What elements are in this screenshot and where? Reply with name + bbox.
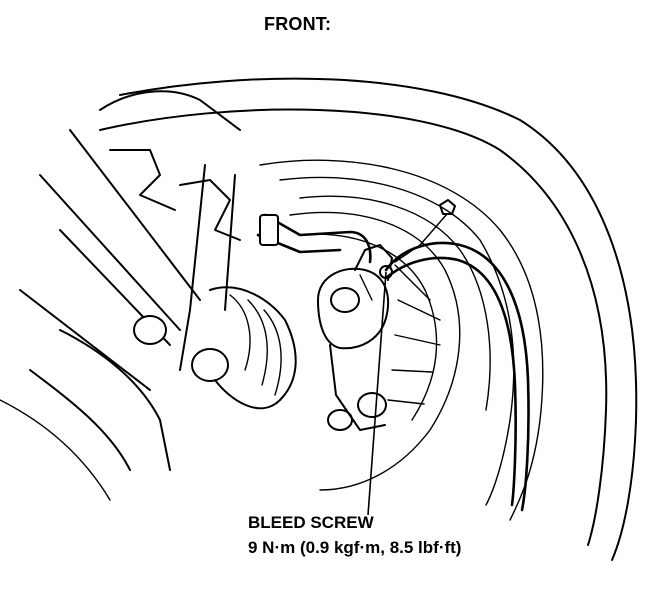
bleeder-tube bbox=[384, 241, 530, 512]
callout-leader-line bbox=[367, 271, 387, 516]
torque-spec-text: 9 N·m (0.9 kgf·m, 8.5 lbf·ft) bbox=[248, 538, 462, 557]
suspension-arm bbox=[0, 90, 241, 501]
bleed-screw-callout-title: BLEED SCREW bbox=[248, 513, 374, 532]
cv-boot bbox=[209, 286, 297, 410]
brake-rotor bbox=[289, 211, 461, 491]
fender-arcs bbox=[99, 77, 638, 561]
brake-hose bbox=[256, 213, 372, 264]
front-direction-label: FRONT: bbox=[264, 14, 332, 34]
mounting-bolts bbox=[133, 287, 387, 431]
